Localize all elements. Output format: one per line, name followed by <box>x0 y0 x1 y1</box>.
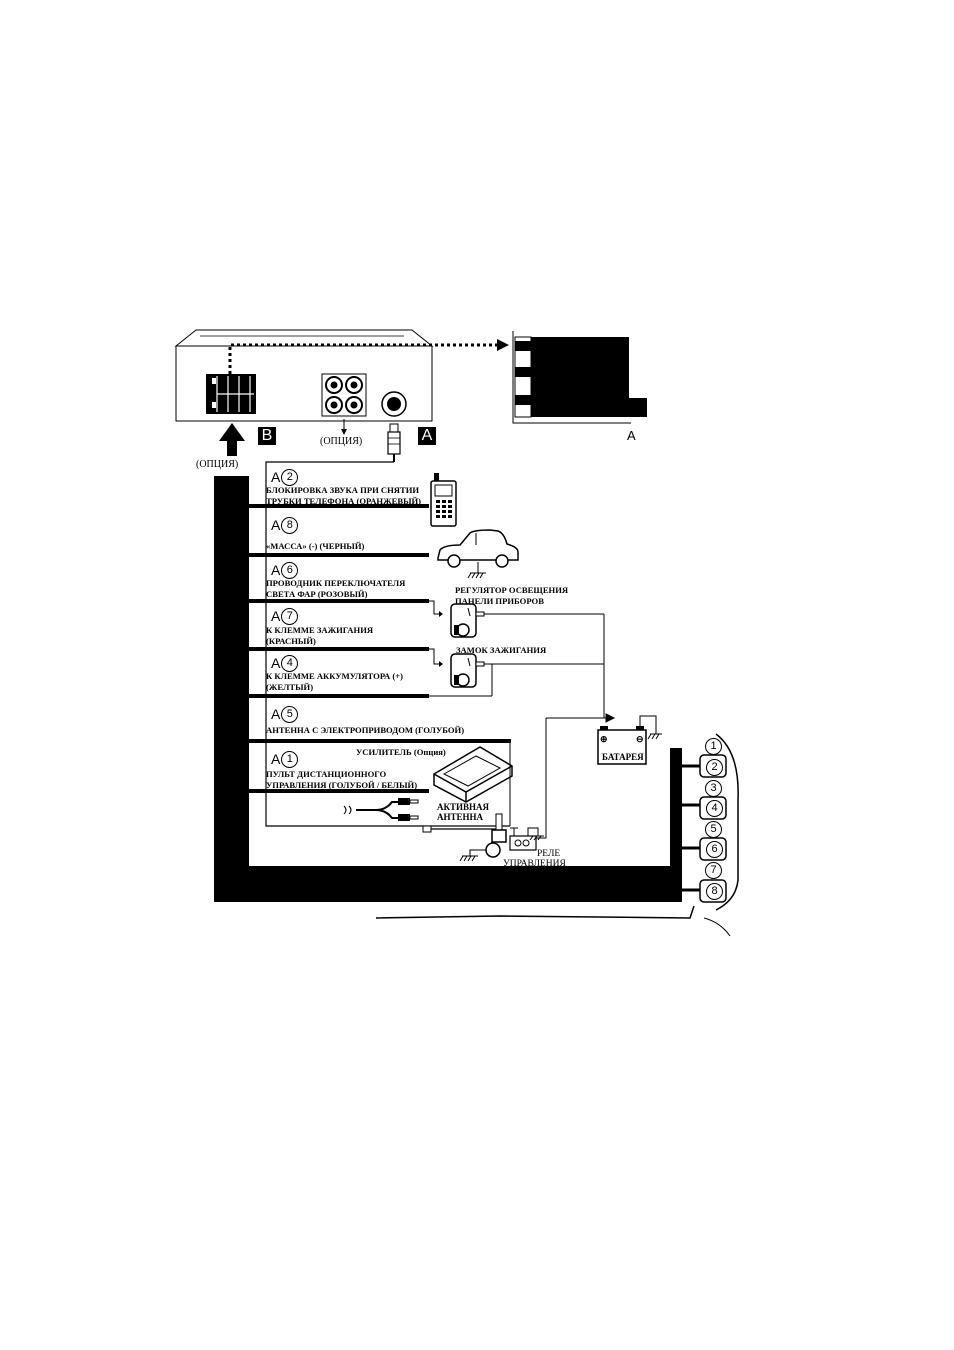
amplifier-icon <box>433 746 513 803</box>
connector-pin-8: 8 <box>705 883 723 900</box>
battery-icon <box>597 715 662 765</box>
connector-pin-6: 6 <box>705 841 723 858</box>
ignition-switch-icon <box>429 648 604 697</box>
wire-label-ground: «МАССА» (-) (ЧЕРНЫЙ) <box>266 541 365 551</box>
wire-label-battery: К КЛЕММЕ АККУМУЛЯТОРА (+)(ЖЕЛТЫЙ) <box>266 671 403 692</box>
antenna-plug <box>265 423 510 827</box>
connector-pin-2: 2 <box>705 759 723 776</box>
connector-pin-leads <box>682 764 704 892</box>
connector-pin-4: 4 <box>705 800 723 817</box>
head-unit <box>174 329 510 827</box>
dotted-link-arrow <box>497 339 509 351</box>
dotted-link <box>228 343 497 374</box>
connector-pin-5: 5 <box>704 821 722 838</box>
rca-cable-icon <box>343 798 419 821</box>
ignition-switch-label: ЗАМОК ЗАЖИГАНИЯ <box>456 645 547 655</box>
relay-icon <box>509 827 544 851</box>
battery-minus-terminal: ⊖ <box>636 734 644 744</box>
amplifier-label: УСИЛИТЕЛЬ (Опция) <box>356 747 446 757</box>
phone-icon <box>430 473 457 527</box>
option-label-rca: (ОПЦИЯ) <box>320 436 363 447</box>
wire-label-ignition: К КЛЕММЕ ЗАЖИГАНИЯ(КРАСНЫЙ) <box>266 625 374 646</box>
connector-a-label: A <box>418 427 436 445</box>
car-icon <box>437 529 519 568</box>
battery-label: БАТАРЕЯ <box>602 752 644 762</box>
rca-jacks <box>321 373 367 435</box>
connector-body <box>375 733 739 937</box>
connector-pin-7: 7 <box>704 862 722 879</box>
wire-label-power-antenna: АНТЕННА С ЭЛЕКТРОПРИВОДОМ (ГОЛУБОЙ) <box>266 725 465 735</box>
detail-a <box>512 331 647 424</box>
arrow-up-icon <box>219 423 245 456</box>
dimmer-switch-icon <box>429 600 604 638</box>
detail-a-label: A <box>627 428 636 443</box>
active-antenna-icon <box>422 741 511 862</box>
wire-harness <box>214 476 682 902</box>
connector-pin-1: 1 <box>704 738 722 755</box>
connector-pin-3: 3 <box>704 780 722 797</box>
option-label-b: (ОПЦИЯ) <box>196 459 239 470</box>
antenna-jack <box>381 391 407 417</box>
battery-plus-terminal: ⊕ <box>600 734 608 744</box>
ground-icon <box>467 562 486 579</box>
connector-b-label: B <box>258 427 276 445</box>
